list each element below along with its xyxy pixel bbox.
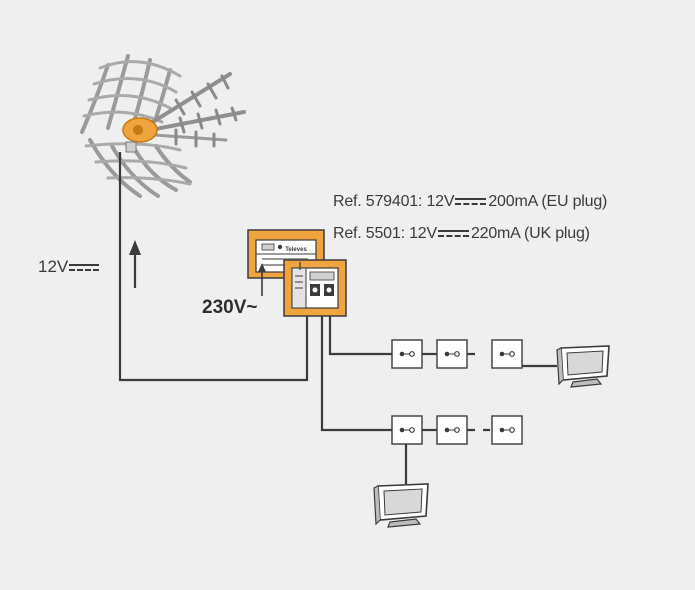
ref-uk-suffix: 220mA (UK plug) [470,225,590,242]
coax-cables [118,152,557,484]
ref-eu-suffix: 200mA (EU plug) [488,193,608,210]
arrow-up-icon [129,240,141,288]
antenna-icon [80,54,246,198]
branch-cable-1 [328,316,392,356]
wall-outlet-icon [436,339,468,369]
dc-symbol-icon [437,229,469,239]
wall-outlet-icon [391,415,423,445]
left-voltage-label: 12V [38,257,101,277]
amplifier-icon [283,259,347,317]
dc-symbol-icon [69,263,100,273]
dc-symbol-icon [455,197,487,207]
ref-uk-label: Ref. 5501: 12V 220mA (UK plug) [333,225,590,243]
wall-outlet-icon [391,339,423,369]
brand-label: Televes [285,247,307,253]
ref-uk-prefix: Ref. 5501: 12V [333,225,437,242]
ref-eu-label: Ref. 579401: 12V 200mA (EU plug) [333,193,607,211]
outlet-row-2 [391,415,523,445]
outlet-row-1 [391,339,523,369]
mains-voltage-label: 230V~ [202,297,258,318]
power-pointer [258,263,266,296]
wall-outlet-icon [491,339,523,369]
tv-icon [373,483,429,528]
wall-outlet-icon [491,415,523,445]
wall-outlet-icon [436,415,468,445]
branch-cable-2 [320,316,392,432]
ref-eu-prefix: Ref. 579401: 12V [333,193,455,210]
tv-icon [556,345,610,388]
left-voltage-text: 12V [38,257,69,276]
antenna-cable [118,152,309,382]
